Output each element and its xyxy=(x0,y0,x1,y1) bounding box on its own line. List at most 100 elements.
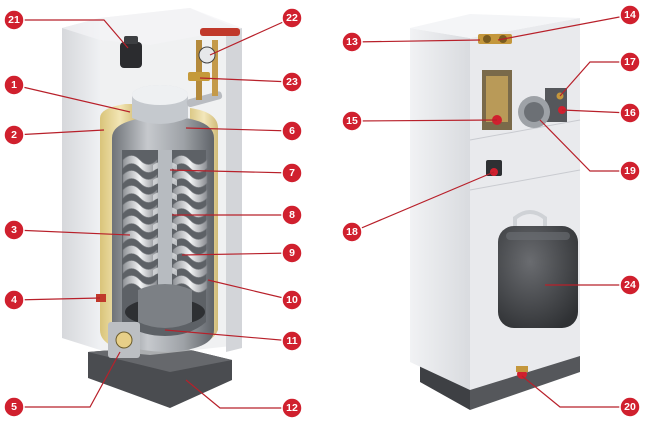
callout-8: 8 xyxy=(281,204,303,226)
leader-3 xyxy=(13,229,131,236)
leader-9 xyxy=(181,252,293,256)
callout-5: 5 xyxy=(3,396,25,418)
callout-3: 3 xyxy=(3,219,25,241)
panel-seam xyxy=(469,119,581,141)
svg-text:20: 20 xyxy=(624,401,636,413)
svg-text:5: 5 xyxy=(11,401,17,413)
leader-6 xyxy=(185,127,293,132)
callout-19: 19 xyxy=(619,160,641,182)
svg-text:3: 3 xyxy=(11,224,17,236)
panel-seam xyxy=(469,169,581,191)
svg-text:21: 21 xyxy=(8,14,20,26)
leader-18 xyxy=(351,171,495,233)
burner-head-top xyxy=(132,85,188,105)
svg-text:15: 15 xyxy=(346,115,358,127)
svg-text:1: 1 xyxy=(11,79,17,91)
svg-text:18: 18 xyxy=(346,226,358,238)
svg-text:14: 14 xyxy=(624,9,636,21)
rear-top-panel xyxy=(410,14,580,38)
cabinet-top xyxy=(62,8,242,45)
coil-disc xyxy=(172,260,208,278)
coil-disc xyxy=(172,275,208,293)
coil-disc xyxy=(172,170,208,188)
callout-10: 10 xyxy=(281,289,303,311)
rear-side-panel xyxy=(410,28,470,390)
svg-text:22: 22 xyxy=(286,12,298,24)
leader-4 xyxy=(13,297,101,301)
pipework xyxy=(188,28,240,100)
callout-20: 20 xyxy=(619,396,641,418)
flue-adapter-inner xyxy=(524,102,544,122)
callout-13: 13 xyxy=(341,31,363,53)
callout-11: 11 xyxy=(281,330,303,352)
leader-13 xyxy=(351,39,481,43)
expansion-vessel xyxy=(498,226,578,328)
leader-5 xyxy=(14,351,121,408)
burner-housing xyxy=(138,284,192,328)
svg-text:6: 6 xyxy=(289,125,295,137)
svg-text:17: 17 xyxy=(624,56,636,68)
expansion-vessel-bracket xyxy=(513,210,547,232)
svg-text:12: 12 xyxy=(286,402,298,414)
coil-disc xyxy=(172,215,208,233)
coil-disc xyxy=(172,230,208,248)
cabinet-side-panel xyxy=(62,18,100,350)
svg-text:11: 11 xyxy=(286,335,297,347)
svg-text:23: 23 xyxy=(286,76,298,88)
leader-12 xyxy=(185,379,292,409)
leader-11 xyxy=(164,329,293,342)
callout-24: 24 xyxy=(619,274,641,296)
svg-text:10: 10 xyxy=(286,294,298,306)
callout-14: 14 xyxy=(619,4,641,26)
rear-opening-left-inner xyxy=(486,76,508,122)
drain-valve xyxy=(96,294,106,302)
leader-7 xyxy=(169,169,293,174)
svg-text:19: 19 xyxy=(624,165,636,177)
leader-21 xyxy=(14,19,129,49)
callout-22: 22 xyxy=(281,7,303,29)
leader-20 xyxy=(521,375,630,408)
callout-21: 21 xyxy=(3,9,25,31)
svg-text:2: 2 xyxy=(11,129,17,141)
callout-6: 6 xyxy=(281,120,303,142)
gas-valve-cap xyxy=(124,36,138,44)
callout-2: 2 xyxy=(3,124,25,146)
callout-12: 12 xyxy=(281,397,303,419)
callout-4: 4 xyxy=(3,289,25,311)
callout-17: 17 xyxy=(619,51,641,73)
coil-disc xyxy=(172,245,208,263)
cutaway-unit xyxy=(62,8,242,408)
svg-text:24: 24 xyxy=(624,279,636,291)
svg-text:13: 13 xyxy=(346,36,358,48)
callout-1: 1 xyxy=(3,74,25,96)
callout-16: 16 xyxy=(619,102,641,124)
leader-23 xyxy=(199,77,293,83)
leader-14 xyxy=(497,14,631,41)
leader-2 xyxy=(13,129,105,136)
leader-1 xyxy=(13,84,131,113)
svg-text:4: 4 xyxy=(11,294,17,306)
leader-lines xyxy=(13,14,631,409)
flue-pipe xyxy=(158,150,172,300)
gas-valve xyxy=(120,42,142,68)
cabinet-right-edge xyxy=(226,28,242,352)
rear-unit xyxy=(410,14,581,410)
callout-7: 7 xyxy=(281,162,303,184)
leader-10 xyxy=(207,279,293,301)
leader-16 xyxy=(561,109,631,114)
callout-markers: 1 2 3 4 5 6 7 8 9 10 11 12 21 22 23 13 1… xyxy=(3,4,641,419)
condensate-outlet xyxy=(115,331,133,349)
callout-18: 18 xyxy=(341,221,363,243)
svg-text:8: 8 xyxy=(289,209,295,221)
leader-19 xyxy=(539,119,630,172)
callout-9: 9 xyxy=(281,242,303,264)
leader-22 xyxy=(209,17,293,56)
drain-tap-fitting xyxy=(516,366,528,372)
svg-text:16: 16 xyxy=(624,107,636,119)
callout-23: 23 xyxy=(281,71,303,93)
coil-disc xyxy=(172,185,208,203)
coil-disc xyxy=(172,155,208,173)
svg-text:9: 9 xyxy=(289,247,295,259)
